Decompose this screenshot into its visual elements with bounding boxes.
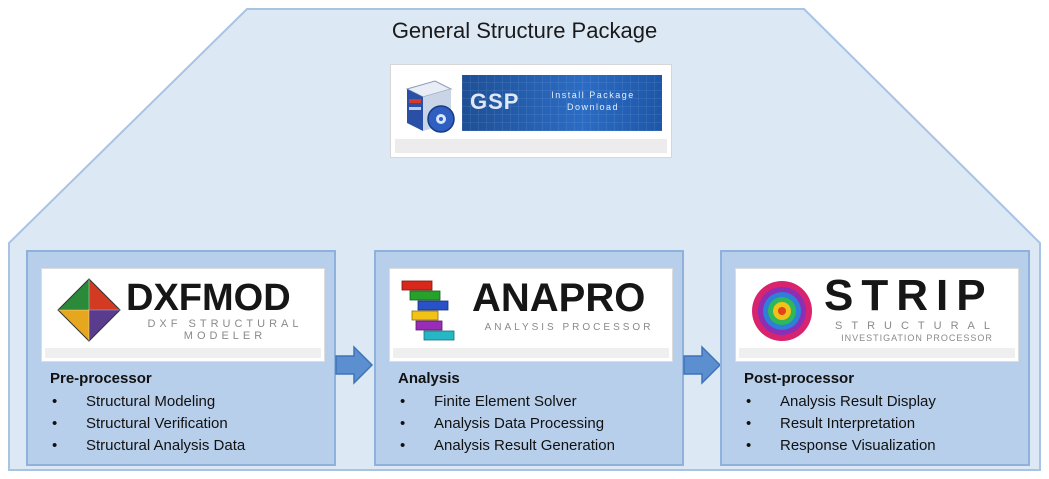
- strip-target-icon: [752, 281, 812, 341]
- list-item: Result Interpretation: [744, 413, 936, 435]
- list-item: Analysis Result Generation: [398, 435, 615, 457]
- strip-logo-subtitle-1: STRUCTURAL: [835, 320, 999, 332]
- gsp-sub-line1: Install Package: [551, 90, 635, 100]
- post-processor-heading: Post-processor: [744, 370, 855, 387]
- post-processor-list: Analysis Result Display Result Interpret…: [744, 391, 936, 457]
- panel-post-processor: STRIP STRUCTURAL INVESTIGATION PROCESSOR…: [720, 250, 1030, 466]
- gsp-download-banner[interactable]: GSP Install Package Download: [462, 75, 662, 131]
- flow-arrow-1: [335, 345, 374, 385]
- package-title: General Structure Package: [391, 18, 658, 43]
- anapro-logo-card[interactable]: ANAPRO ANALYSIS PROCESSOR: [389, 268, 673, 362]
- dxfmod-logo-card[interactable]: DXFMOD DXF STRUCTURAL MODELER: [41, 268, 325, 362]
- dxfmod-logo-subtitle-1: DXF STRUCTURAL: [147, 318, 303, 330]
- dxfmod-logo-text: DXFMOD: [126, 277, 291, 319]
- panel-analysis: ANAPRO ANALYSIS PROCESSOR Analysis Finit…: [374, 250, 684, 466]
- list-item: Finite Element Solver: [398, 391, 615, 413]
- list-item: Response Visualization: [744, 435, 936, 457]
- anapro-logo-text: ANAPRO: [472, 276, 646, 320]
- pre-processor-heading: Pre-processor: [50, 370, 152, 387]
- pre-processor-list: Structural Modeling Structural Verificat…: [50, 391, 245, 457]
- strip-logo-subtitle-2: INVESTIGATION PROCESSOR: [841, 333, 993, 343]
- analysis-heading: Analysis: [398, 370, 460, 387]
- card-footer-strip: [395, 139, 667, 153]
- gsp-banner-subtitle: Install Package Download: [530, 89, 656, 113]
- install-package-card[interactable]: GSP Install Package Download: [390, 64, 672, 158]
- dxfmod-diamond-icon: [57, 278, 121, 342]
- analysis-list: Finite Element Solver Analysis Data Proc…: [398, 391, 615, 457]
- list-item: Structural Verification: [50, 413, 245, 435]
- panel-pre-processor: DXFMOD DXF STRUCTURAL MODELER Pre-proces…: [26, 250, 336, 466]
- list-item: Analysis Data Processing: [398, 413, 615, 435]
- gsp-logo-text: GSP: [470, 89, 520, 114]
- software-box-icon: [405, 80, 455, 133]
- list-item: Analysis Result Display: [744, 391, 936, 413]
- strip-logo-text: STRIP: [824, 271, 994, 320]
- anapro-logo-subtitle: ANALYSIS PROCESSOR: [484, 322, 654, 333]
- strip-logo-card[interactable]: STRIP STRUCTURAL INVESTIGATION PROCESSOR: [735, 268, 1019, 362]
- gsp-sub-line2: Download: [566, 102, 620, 112]
- anapro-stacked-bars-icon: [401, 280, 455, 341]
- list-item: Structural Modeling: [50, 391, 245, 413]
- list-item: Structural Analysis Data: [50, 435, 245, 457]
- flow-arrow-2: [683, 345, 722, 385]
- dxfmod-logo-subtitle-2: MODELER: [183, 330, 267, 342]
